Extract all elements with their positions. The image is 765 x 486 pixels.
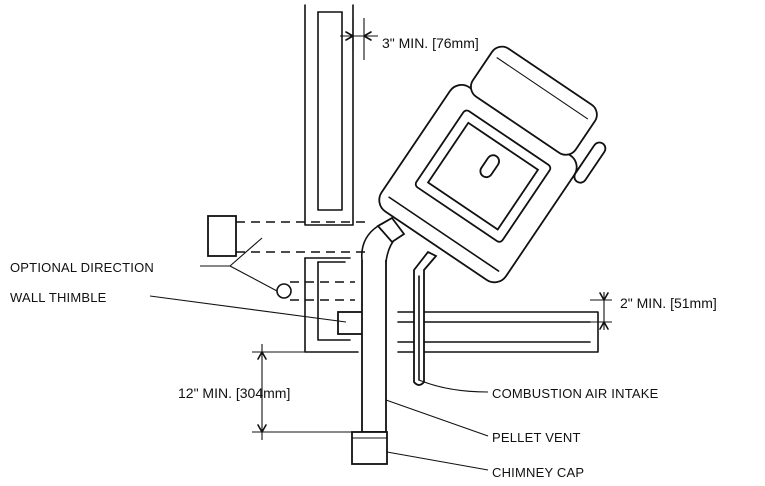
optional-direction-vent bbox=[207, 215, 365, 301]
dimension-top-clearance: 3" MIN. [76mm] bbox=[340, 18, 479, 60]
dimension-vertical-label: 12" MIN. [304mm] bbox=[178, 385, 290, 401]
pellet-stove bbox=[378, 45, 607, 284]
dimension-floor-label: 2" MIN. [51mm] bbox=[620, 295, 717, 311]
dimension-vertical-clearance: 12" MIN. [304mm] bbox=[178, 344, 352, 440]
pellet-vent-pipe bbox=[361, 216, 406, 433]
floor-hearth bbox=[397, 311, 599, 353]
label-optional-direction: OPTIONAL DIRECTION bbox=[10, 260, 154, 275]
wall-section-lower bbox=[304, 257, 359, 353]
leader-lines bbox=[149, 237, 489, 471]
chimney-cap bbox=[351, 431, 388, 465]
label-wall-thimble: WALL THIMBLE bbox=[10, 290, 107, 305]
dimension-floor-clearance: 2" MIN. [51mm] bbox=[590, 292, 717, 330]
label-chimney-cap: CHIMNEY CAP bbox=[492, 465, 584, 480]
dimension-top-label: 3" MIN. [76mm] bbox=[382, 35, 479, 51]
label-combustion-air-intake: COMBUSTION AIR INTAKE bbox=[492, 386, 659, 401]
label-pellet-vent: PELLET VENT bbox=[492, 430, 581, 445]
wall-section-upper bbox=[304, 4, 354, 226]
combustion-air-intake-pipe bbox=[413, 250, 438, 386]
